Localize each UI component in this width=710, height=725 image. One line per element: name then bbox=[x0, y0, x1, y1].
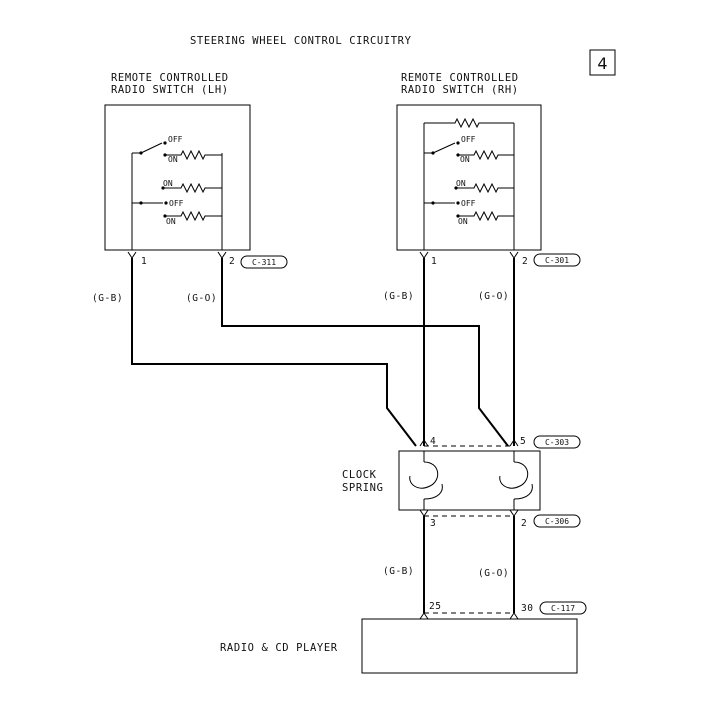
wire-label-rh-go: (G-O) bbox=[478, 291, 509, 302]
clock-spring-body bbox=[398, 450, 541, 511]
diagram-title: STEERING WHEEL CONTROL CIRCUITRY bbox=[190, 35, 412, 47]
wire-lh-go bbox=[221, 258, 509, 447]
connector-c303-badge bbox=[533, 435, 581, 449]
wire-label-lh-go: (G-O) bbox=[186, 293, 217, 304]
wire-lh-gb bbox=[131, 258, 417, 447]
switch-lh-off-1: OFF bbox=[168, 135, 183, 144]
page-number-box bbox=[589, 49, 616, 76]
switch-rh-pin-1: 1 bbox=[431, 256, 437, 267]
wiring-harness: (G-B) (G-O) (G-B) (G-O) bbox=[92, 258, 515, 447]
switch-lh-on-3: ON bbox=[166, 217, 176, 226]
switch-rh-off-2: OFF bbox=[461, 199, 476, 208]
switch-rh-on-3: ON bbox=[458, 217, 468, 226]
radio-cd-player: 25 30 C-117 RADIO & CD PLAYER bbox=[220, 601, 587, 674]
switch-rh-label-2: RADIO SWITCH (RH) bbox=[401, 84, 519, 96]
clock-spring-pin-3: 3 bbox=[430, 518, 436, 529]
connector-c117-badge bbox=[539, 601, 587, 615]
switch-lh-on-2: ON bbox=[163, 179, 173, 188]
switch-rh-off-1: OFF bbox=[461, 135, 476, 144]
switch-rh-box bbox=[396, 104, 542, 251]
clock-spring-label-2: SPRING bbox=[342, 482, 384, 494]
wire-label-lower-go: (G-O) bbox=[478, 568, 509, 579]
connector-c301: C-301 bbox=[545, 256, 569, 265]
switch-lh-label-1: REMOTE CONTROLLED bbox=[111, 72, 229, 84]
clock-spring-label-1: CLOCK bbox=[342, 469, 377, 481]
page-number: 4 bbox=[597, 54, 607, 73]
connector-c311: C-311 bbox=[252, 258, 276, 267]
clock-spring-pin-2: 2 bbox=[521, 518, 527, 529]
clock-spring-coil-left bbox=[409, 461, 439, 489]
connector-c301-badge bbox=[533, 253, 581, 267]
switch-rh-on-1: ON bbox=[460, 155, 470, 164]
radio-label: RADIO & CD PLAYER bbox=[220, 642, 338, 654]
switch-lh-label-2: RADIO SWITCH (LH) bbox=[111, 84, 229, 96]
switch-lh-box bbox=[104, 104, 251, 251]
switch-rh: REMOTE CONTROLLED RADIO SWITCH (RH) OFF … bbox=[396, 72, 581, 267]
radio-pin-25: 25 bbox=[429, 601, 441, 612]
wire-label-rh-gb: (G-B) bbox=[383, 291, 414, 302]
clock-spring-pin-4: 4 bbox=[430, 436, 436, 447]
connector-c306: C-306 bbox=[545, 517, 569, 526]
connector-c311-badge bbox=[240, 255, 288, 269]
switch-lh: REMOTE CONTROLLED RADIO SWITCH (LH) OFF … bbox=[104, 72, 288, 269]
switch-rh-pin-2: 2 bbox=[522, 256, 528, 267]
switch-lh-pin-2: 2 bbox=[229, 256, 235, 267]
radio-box bbox=[361, 618, 578, 674]
wire-label-lh-gb: (G-B) bbox=[92, 293, 123, 304]
connector-c303: C-303 bbox=[545, 438, 569, 447]
switch-lh-off-2: OFF bbox=[169, 199, 184, 208]
switch-rh-label-1: REMOTE CONTROLLED bbox=[401, 72, 519, 84]
radio-pin-30: 30 bbox=[521, 603, 533, 614]
clock-spring: CLOCK SPRING 4 5 C-303 3 2 C-306 bbox=[342, 435, 581, 529]
switch-lh-on-1: ON bbox=[168, 155, 178, 164]
connector-c117: C-117 bbox=[551, 604, 575, 613]
wire-label-lower-gb: (G-B) bbox=[383, 566, 414, 577]
clock-spring-pin-5: 5 bbox=[520, 436, 526, 447]
switch-rh-on-2: ON bbox=[456, 179, 466, 188]
switch-lh-pin-1: 1 bbox=[141, 256, 147, 267]
connector-c306-badge bbox=[533, 514, 581, 528]
clock-spring-coil-right bbox=[499, 461, 529, 489]
